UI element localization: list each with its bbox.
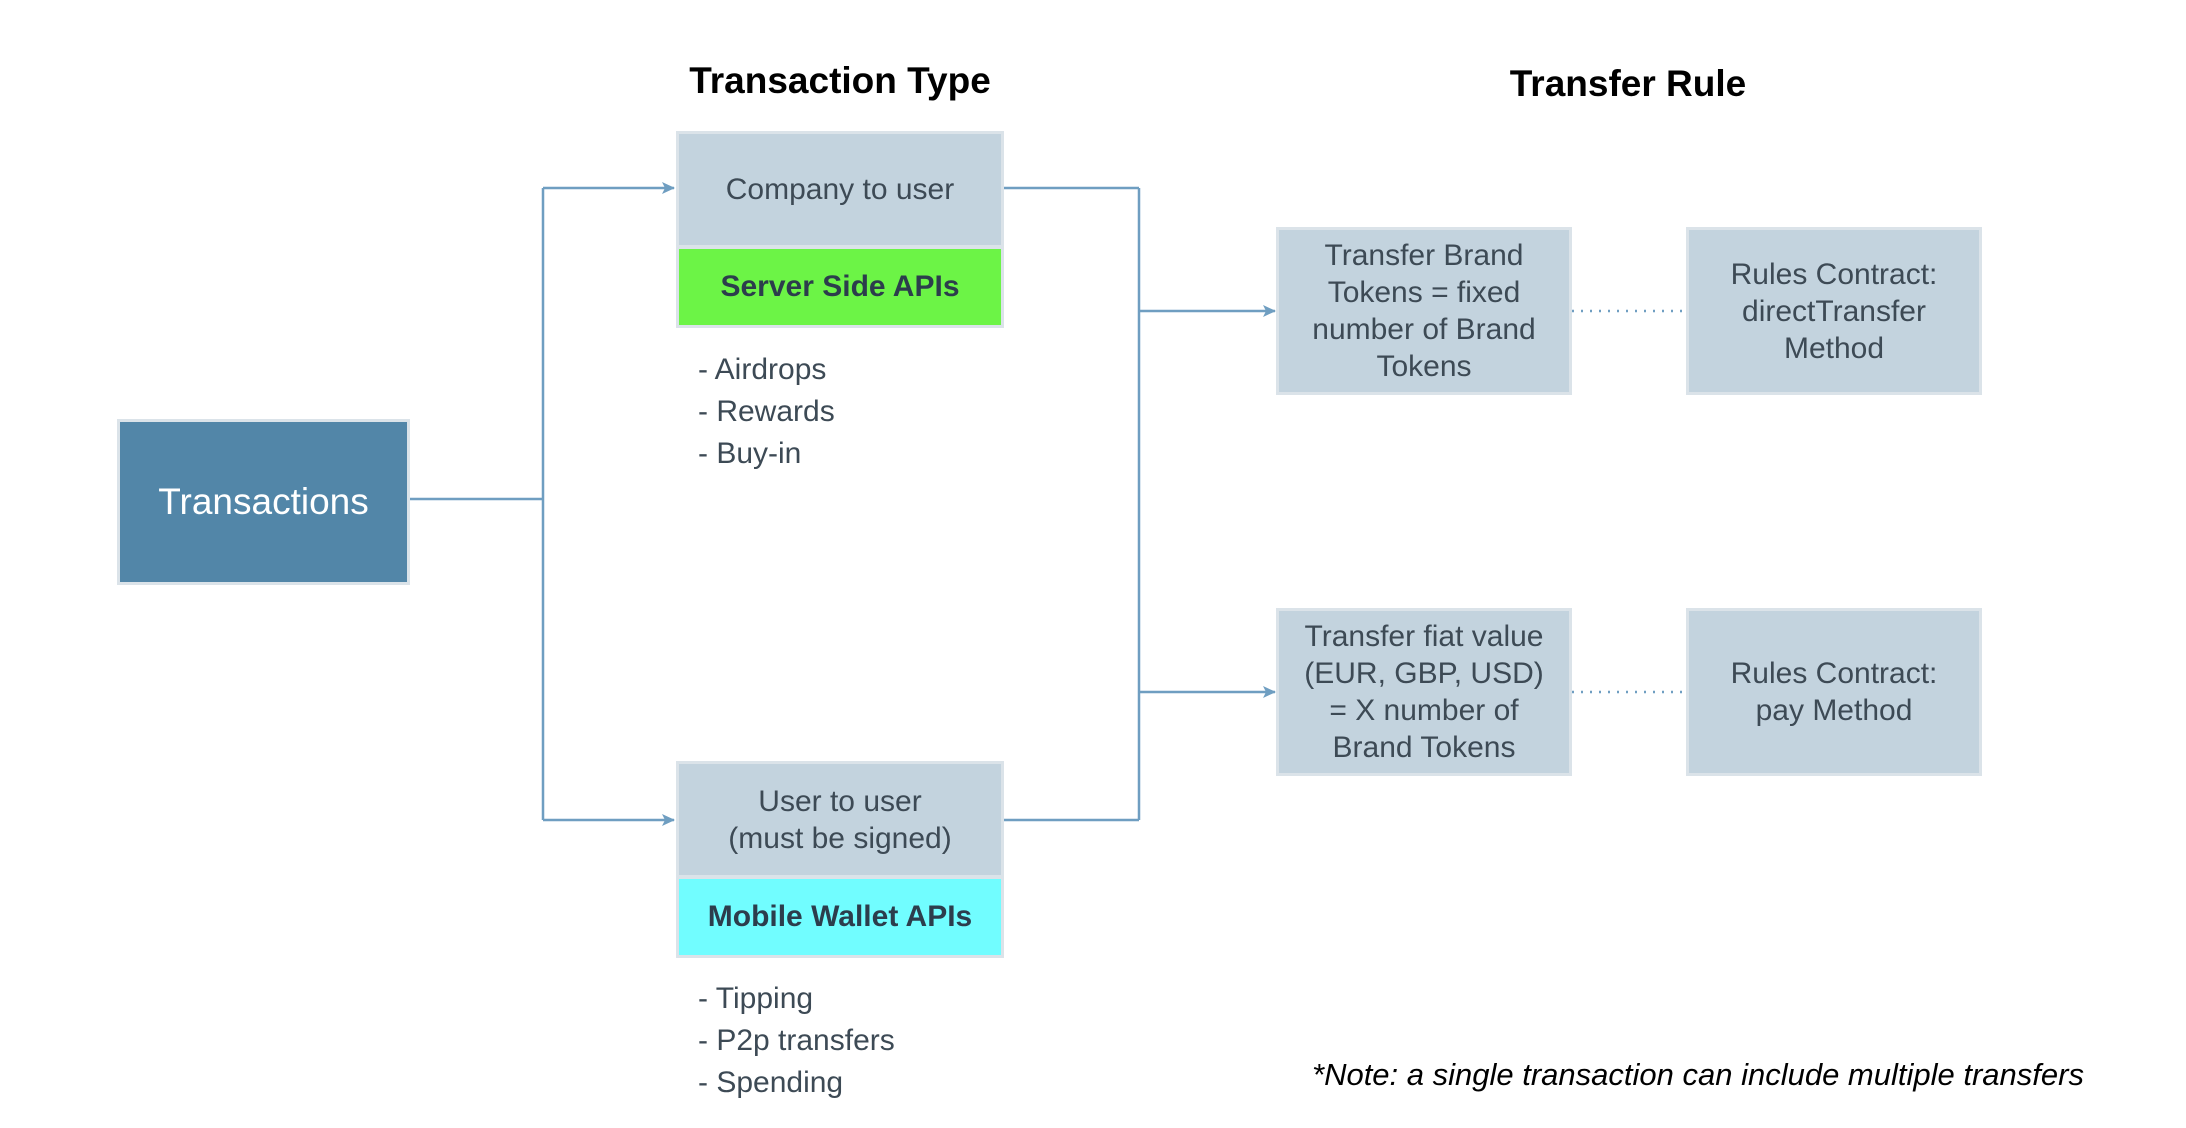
server-side-apis-label: Server Side APIs bbox=[720, 270, 960, 303]
list-item: - Spending bbox=[698, 1066, 844, 1099]
transfer-rule-fixed-tokens-node: Transfer Brand Tokens = fixed number of … bbox=[1276, 227, 1572, 395]
transfer-rule-fixed-tokens-label: Transfer Brand Tokens = fixed number of … bbox=[1312, 239, 1536, 383]
user-use-cases-list: - Tipping - P2p transfers - Spending bbox=[698, 978, 895, 1104]
transactions-label: Transactions bbox=[158, 481, 369, 522]
list-item: - P2p transfers bbox=[698, 1024, 895, 1057]
transfer-rule-fiat-value-label: Transfer fiat value (EUR, GBP, USD) = X … bbox=[1304, 620, 1544, 764]
user-to-user-label: User to user (must be signed) bbox=[728, 784, 952, 855]
transfer-rule-heading: Transfer Rule bbox=[1509, 63, 1747, 104]
company-use-cases-list: - Airdrops - Rewards - Buy-in bbox=[698, 349, 835, 475]
user-to-user-node: User to user (must be signed) bbox=[676, 761, 1004, 878]
transaction-type-heading: Transaction Type bbox=[689, 60, 991, 101]
rules-contract-pay-node: Rules Contract: pay Method bbox=[1686, 608, 1982, 776]
company-to-user-node: Company to user bbox=[676, 131, 1004, 248]
transfer-rule-fiat-value-node: Transfer fiat value (EUR, GBP, USD) = X … bbox=[1276, 608, 1572, 776]
rules-contract-pay-label: Rules Contract: pay Method bbox=[1730, 657, 1938, 727]
mobile-wallet-apis-label: Mobile Wallet APIs bbox=[707, 900, 973, 933]
list-item: - Tipping bbox=[698, 982, 814, 1015]
mobile-wallet-apis-node: Mobile Wallet APIs bbox=[676, 876, 1004, 958]
transactions-node: Transactions bbox=[117, 419, 410, 585]
list-item: - Buy-in bbox=[698, 437, 802, 470]
list-item: - Rewards bbox=[698, 395, 835, 428]
footnote: *Note: a single transaction can include … bbox=[1312, 1057, 2084, 1092]
server-side-apis-node: Server Side APIs bbox=[676, 246, 1004, 328]
company-to-user-label: Company to user bbox=[725, 173, 955, 206]
list-item: - Airdrops bbox=[698, 353, 827, 386]
rules-contract-direct-transfer-node: Rules Contract: directTransfer Method bbox=[1686, 227, 1982, 395]
rules-contract-direct-transfer-label: Rules Contract: directTransfer Method bbox=[1730, 257, 1938, 365]
